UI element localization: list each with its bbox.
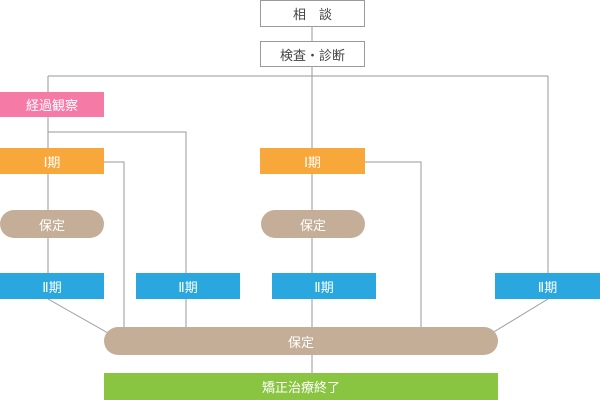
line-p2-4-diag <box>491 298 549 334</box>
phase2-box-4: Ⅱ期 <box>495 273 600 299</box>
retention-left-pill: 保定 <box>0 210 104 238</box>
exam-diagnosis-box: 検査・診断 <box>260 41 365 67</box>
line-obs-branch <box>48 131 187 327</box>
retention-final-pill: 保定 <box>104 327 498 355</box>
phase2-box-1: Ⅱ期 <box>0 273 104 299</box>
phase1-left-box: Ⅰ期 <box>0 148 104 174</box>
line-p1c-bypass <box>365 161 422 327</box>
retention-center-pill: 保定 <box>261 210 365 238</box>
phase2-box-3: Ⅱ期 <box>272 273 376 299</box>
phase2-box-2: Ⅱ期 <box>136 273 240 299</box>
consultation-box: 相 談 <box>260 0 365 27</box>
phase1-center-box: Ⅰ期 <box>260 148 365 174</box>
treatment-completion-box: 矯正治療終了 <box>104 373 498 400</box>
line-p1l-bypass <box>104 161 125 327</box>
observation-box: 経過観察 <box>0 92 104 117</box>
line-p2-1-diag <box>47 298 109 334</box>
